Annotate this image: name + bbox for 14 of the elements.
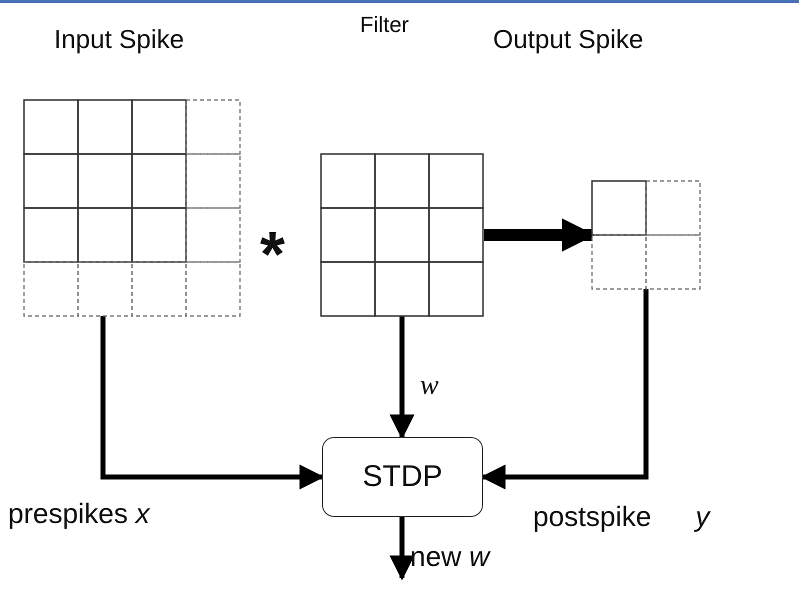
convolution-symbol: * — [260, 222, 285, 286]
grid-heading: Input Spike — [54, 26, 184, 52]
arrow — [480, 289, 648, 490]
arrow — [484, 218, 596, 252]
process-box: STDP — [322, 437, 483, 517]
arrow — [390, 316, 414, 440]
edge-label: prespikes x — [8, 500, 150, 528]
edge-label: w — [420, 372, 439, 400]
arrow — [100, 316, 324, 490]
arrow — [390, 517, 414, 580]
edge-label: postspike y — [533, 503, 710, 531]
grid-heading: Filter — [360, 14, 409, 36]
edge-label: new w — [410, 543, 490, 571]
grid-heading: Output Spike — [493, 26, 644, 52]
